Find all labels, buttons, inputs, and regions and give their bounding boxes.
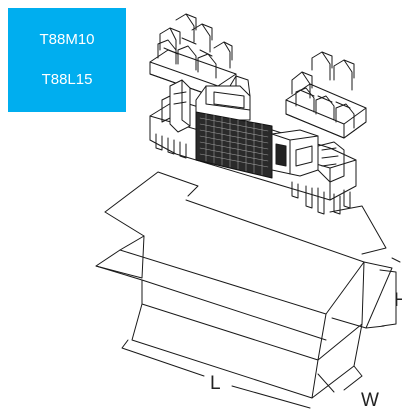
length-label: L xyxy=(210,373,221,394)
foam-insert-left-icon xyxy=(149,13,237,99)
cardboard-box-icon xyxy=(95,171,401,409)
printer-icon xyxy=(149,75,357,215)
model-label-1: T88M10 xyxy=(39,31,95,48)
model-badge: T88M10 T88L15 xyxy=(8,8,126,112)
foam-insert-right-icon xyxy=(285,51,367,139)
model-label-2: T88L15 xyxy=(41,71,93,88)
width-label: W xyxy=(361,390,379,409)
height-label: H xyxy=(394,290,402,311)
